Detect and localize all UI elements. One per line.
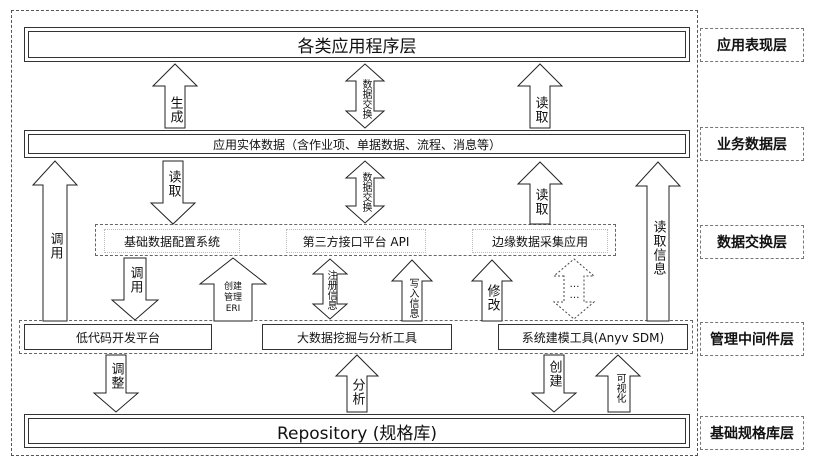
arrow-data-exchange-top xyxy=(344,63,386,129)
arrow-visualize-label: 可视化 xyxy=(614,373,625,403)
middleware-group xyxy=(19,320,693,354)
sdm-label: 系统建模工具(Anyv SDM) xyxy=(521,330,665,345)
side-label-management-middleware-text: 管理中间件层 xyxy=(710,332,794,348)
side-label-business-data: 业务数据层 xyxy=(700,127,804,161)
arrow-create-bottom-label: 创建 xyxy=(546,360,562,388)
arrow-read-top-label: 读取 xyxy=(532,96,548,124)
third-party-api-label: 第三方接口平台 API xyxy=(302,234,410,249)
repository-label: Repository (规格库) xyxy=(276,423,438,444)
bigdata-label: 大数据挖掘与分析工具 xyxy=(296,330,417,345)
arrow-generate-label: 生成 xyxy=(167,96,183,124)
side-label-data-exchange: 数据交换层 xyxy=(700,225,804,259)
config-system-label: 基础数据配置系统 xyxy=(123,234,220,249)
arrow-generate xyxy=(151,63,199,129)
arrow-register-info xyxy=(311,258,349,320)
side-label-business-data-text: 业务数据层 xyxy=(717,137,787,153)
arrow-invoke-lower-label: 调用 xyxy=(127,266,143,294)
app-programs-layer: 各类应用程序层 xyxy=(24,27,690,62)
data-exchange-group xyxy=(95,224,616,256)
outer-frame xyxy=(11,10,698,456)
create-manage-line2: 管理 xyxy=(223,293,242,303)
side-label-management-middleware: 管理中间件层 xyxy=(700,322,804,356)
arrow-adjust xyxy=(92,354,140,413)
entity-data-label: 应用实体数据（含作业项、单据数据、流程、消息等） xyxy=(212,137,501,152)
app-programs-label: 各类应用程序层 xyxy=(297,37,417,57)
arrow-create-manage-eri xyxy=(198,257,268,322)
arrow-write-info xyxy=(390,259,434,322)
arrow-adjust-label: 调整 xyxy=(108,362,124,390)
arrow-write-info-label: 写入信息 xyxy=(407,278,418,318)
side-label-presentation: 应用表现层 xyxy=(700,28,804,62)
arrow-invoke-left-label: 调用 xyxy=(47,232,63,260)
arrow-analyze-label: 分析 xyxy=(349,378,365,406)
arrow-register-info-label: 注册信息 xyxy=(325,270,336,310)
arrow-read-mid-left-label: 读取 xyxy=(165,170,181,198)
bigdata-box: 大数据挖掘与分析工具 xyxy=(262,324,452,350)
repository-layer: Repository (规格库) xyxy=(24,414,690,448)
arrow-ellipsis xyxy=(552,258,596,320)
arrow-data-exchange-mid xyxy=(344,160,386,224)
arrow-read-top xyxy=(516,63,564,129)
lowcode-label: 低代码开发平台 xyxy=(75,330,160,345)
side-label-data-exchange-text: 数据交换层 xyxy=(717,235,787,251)
side-label-base-spec-text: 基础规格库层 xyxy=(710,426,794,442)
arrow-invoke-lower xyxy=(110,257,160,321)
arrow-read-mid-left xyxy=(149,160,197,225)
arrow-ellipsis-label: …… xyxy=(569,279,580,301)
third-party-api-box: 第三方接口平台 API xyxy=(286,229,426,253)
arrow-read-mid-right xyxy=(516,161,564,225)
lowcode-box: 低代码开发平台 xyxy=(24,324,212,350)
sdm-box: 系统建模工具(Anyv SDM) xyxy=(498,324,688,350)
arrow-analyze xyxy=(334,354,380,413)
arrow-visualize xyxy=(594,354,642,413)
arrow-read-info-label: 读取信息 xyxy=(650,220,666,276)
arrow-create-bottom xyxy=(530,354,578,413)
create-manage-line3: ERI xyxy=(225,304,241,314)
arrow-data-exchange-mid-label: 数据交换 xyxy=(360,172,371,212)
create-manage-line1: 创建 xyxy=(223,282,242,292)
arrow-invoke-left xyxy=(31,160,79,322)
arrow-data-exchange-top-label: 数据交换 xyxy=(360,79,371,119)
arrow-create-manage-eri-label: 创建 管理 ERI xyxy=(216,282,250,315)
arrow-read-mid-right-label: 读取 xyxy=(532,188,548,216)
side-label-presentation-text: 应用表现层 xyxy=(717,38,787,54)
arrow-modify-label: 修改 xyxy=(484,284,500,312)
config-system-box: 基础数据配置系统 xyxy=(104,229,240,253)
entity-data-layer: 应用实体数据（含作业项、单据数据、流程、消息等） xyxy=(24,130,690,158)
edge-collect-box: 边缘数据采集应用 xyxy=(472,229,608,253)
side-label-base-spec: 基础规格库层 xyxy=(700,416,804,450)
edge-collect-label: 边缘数据采集应用 xyxy=(491,234,588,249)
arrow-read-info xyxy=(634,161,682,322)
arrow-modify xyxy=(470,259,514,322)
